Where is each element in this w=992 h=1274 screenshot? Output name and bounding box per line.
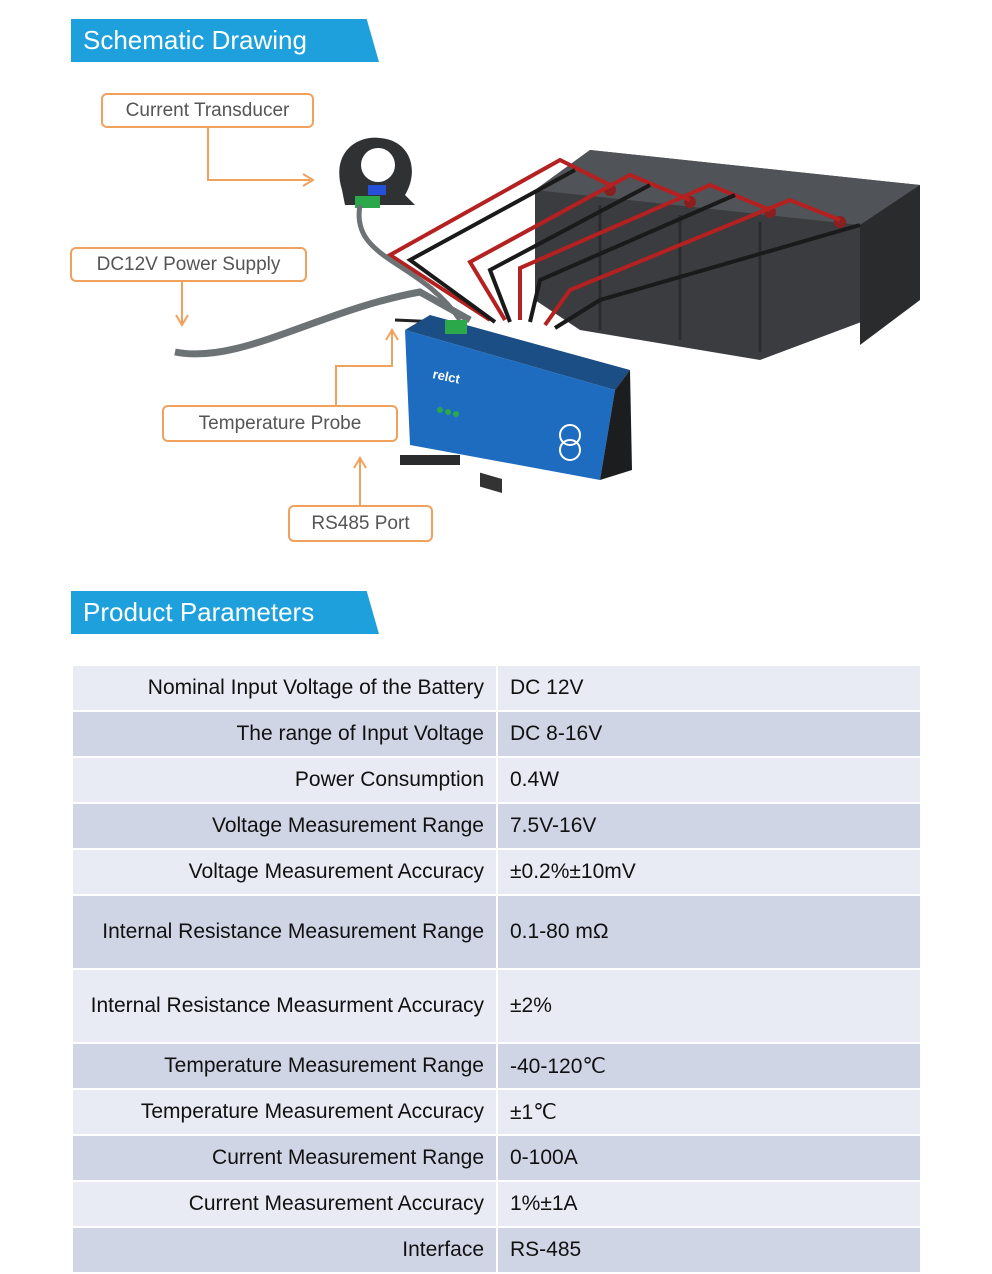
battery-bank <box>535 150 920 360</box>
param-value: ±1℃ <box>498 1090 920 1134</box>
param-value: 1%±1A <box>498 1182 920 1226</box>
param-value: ±2% <box>498 970 920 1042</box>
callout-current-transducer: Current Transducer <box>101 93 314 128</box>
param-value: 0.4W <box>498 758 920 802</box>
param-label: The range of Input Voltage <box>73 712 496 756</box>
param-value: DC 12V <box>498 666 920 710</box>
controller-device: relct <box>400 315 632 493</box>
param-value: RS-485 <box>498 1228 920 1272</box>
current-transducer-device <box>339 137 463 322</box>
power-cable <box>174 288 472 358</box>
param-value: 0.1-80 mΩ <box>498 896 920 968</box>
param-label: Voltage Measurement Accuracy <box>73 850 496 894</box>
callout-rs485-port: RS485 Port <box>288 505 433 542</box>
param-label: Voltage Measurement Range <box>73 804 496 848</box>
param-label: Internal Resistance Measurment Accuracy <box>73 970 496 1042</box>
device-brand-label: relct <box>431 366 462 387</box>
param-value: 7.5V-16V <box>498 804 920 848</box>
table-row: Internal Resistance Measurment Accuracy±… <box>73 970 920 1042</box>
schematic-drawing-heading: Schematic Drawing <box>71 19 379 62</box>
param-label: Internal Resistance Measurement Range <box>73 896 496 968</box>
product-parameters-heading: Product Parameters <box>71 591 379 634</box>
param-value: -40-120℃ <box>498 1044 920 1088</box>
param-label: Temperature Measurement Range <box>73 1044 496 1088</box>
table-row: Voltage Measurement Accuracy±0.2%±10mV <box>73 850 920 894</box>
param-value: ±0.2%±10mV <box>498 850 920 894</box>
table-row: Temperature Measurement Range-40-120℃ <box>73 1044 920 1088</box>
param-value: 0-100A <box>498 1136 920 1180</box>
table-row: Temperature Measurement Accuracy±1℃ <box>73 1090 920 1134</box>
param-label: Interface <box>73 1228 496 1272</box>
param-label: Power Consumption <box>73 758 496 802</box>
battery-cables <box>386 157 861 330</box>
callout-temperature-probe: Temperature Probe <box>162 405 398 442</box>
param-label: Current Measurement Range <box>73 1136 496 1180</box>
callout-power-supply: DC12V Power Supply <box>70 247 307 282</box>
param-label: Temperature Measurement Accuracy <box>73 1090 496 1134</box>
param-label: Nominal Input Voltage of the Battery <box>73 666 496 710</box>
schematic-illustration: relct <box>174 127 920 505</box>
param-value: DC 8-16V <box>498 712 920 756</box>
param-label: Current Measurement Accuracy <box>73 1182 496 1226</box>
callout-arrows <box>175 127 399 505</box>
